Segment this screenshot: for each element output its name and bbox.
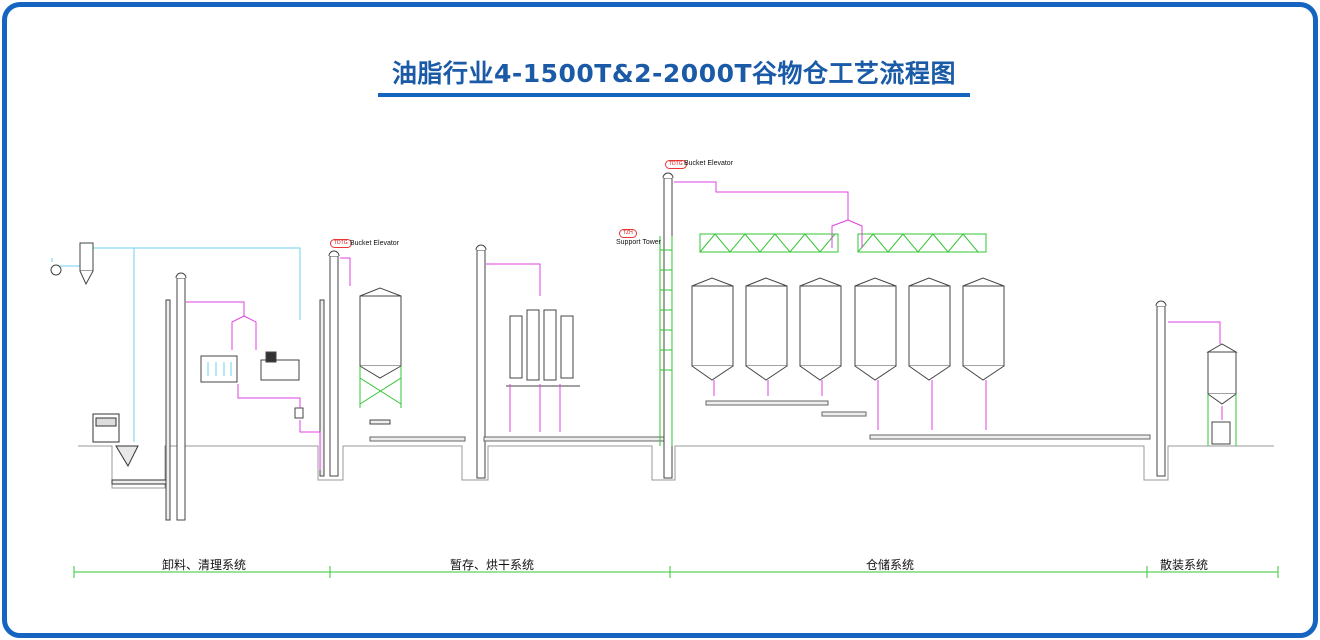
tag-elevator-2: TDTG <box>665 160 687 169</box>
elevator-5 <box>1155 300 1167 477</box>
conveyors <box>369 400 1151 442</box>
section-dimension-lines <box>73 566 1279 578</box>
elevator-1 <box>165 272 187 521</box>
storage-silos <box>691 277 1005 381</box>
bulk-loading-bin <box>1206 343 1238 446</box>
title-underline <box>378 93 970 97</box>
silo-5 <box>908 277 951 381</box>
buffer-silo <box>359 287 402 425</box>
support-tower-structure <box>659 236 673 446</box>
top-trusses <box>699 233 987 253</box>
cyclone-dust-collector <box>79 242 94 272</box>
elevator-3 <box>475 244 487 479</box>
material-flow <box>186 181 1223 470</box>
section-label-silo-storage: 仓储系统 <box>866 558 915 572</box>
label-bucket-elevator-2: Bucket Elevator <box>684 160 734 167</box>
elevator-2 <box>319 250 340 477</box>
vibrating-screen <box>260 359 300 381</box>
label-support-tower: Support Tower <box>616 239 662 246</box>
diagram-title: 油脂行业4-1500T&2-2000T谷物仓工艺流程图 <box>391 59 957 88</box>
intake-section <box>92 413 171 485</box>
section-label-unloading-cleaning: 卸料、清理系统 <box>162 558 247 572</box>
dust-fan <box>50 264 62 276</box>
label-bucket-elevator-1: Bucket Elevator <box>350 240 400 247</box>
silo-3 <box>799 277 842 381</box>
section-label-storage-drying: 暂存、烘干系统 <box>450 558 535 572</box>
silo-2 <box>745 277 788 381</box>
dust-collection-system <box>50 242 301 442</box>
silo-1 <box>691 277 734 381</box>
silo-4 <box>854 277 897 381</box>
pre-cleaner <box>200 355 238 383</box>
ground-line <box>78 445 1274 489</box>
tag-support-tower: TZH <box>619 229 637 238</box>
cleaning-equipment <box>200 351 304 419</box>
section-label-bulk-loading: 散装系统 <box>1160 558 1209 572</box>
truck-right <box>1211 421 1231 445</box>
dryer-tower <box>506 309 580 387</box>
silo-6 <box>962 277 1005 381</box>
tag-elevator-1: TDTG <box>330 239 352 248</box>
